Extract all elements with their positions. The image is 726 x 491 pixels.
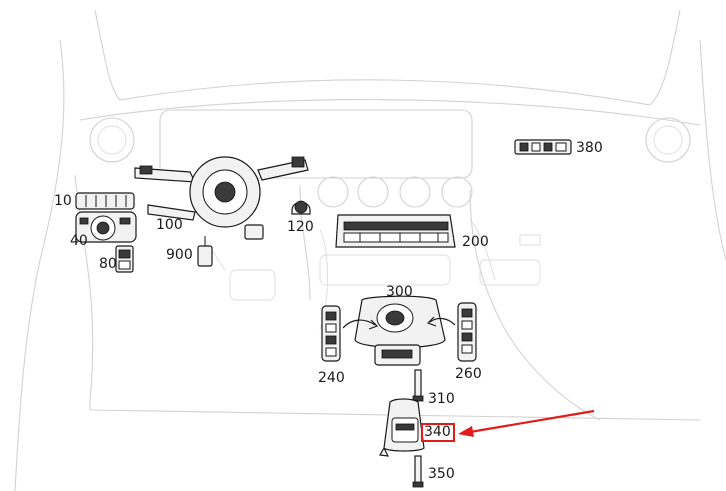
- part-200-control-panel: [335, 214, 456, 248]
- part-340-console-unit: [379, 398, 425, 457]
- part-10-switch-strip: [75, 192, 135, 210]
- label-120: 120: [287, 219, 314, 235]
- part-380-switch-block: [514, 139, 572, 155]
- part-260-side-switch: [426, 302, 477, 362]
- label-100: 100: [156, 217, 183, 233]
- label-340: 340: [424, 424, 451, 440]
- label-260: 260: [455, 366, 482, 382]
- part-240-side-switch: [321, 305, 379, 362]
- part-300-console-controller: [354, 295, 446, 366]
- label-310: 310: [428, 391, 455, 407]
- label-240: 240: [318, 370, 345, 386]
- part-310-screw: [412, 369, 424, 402]
- highlight-arrow: [458, 409, 595, 437]
- label-40: 40: [70, 233, 88, 249]
- label-380: 380: [576, 140, 603, 156]
- dashboard-background: [14, 9, 726, 491]
- part-120-button: [291, 200, 311, 215]
- highlight-box-340: [421, 423, 455, 442]
- label-10: 10: [54, 193, 72, 209]
- label-300: 300: [386, 284, 413, 300]
- label-80: 80: [99, 256, 117, 272]
- label-350: 350: [428, 466, 455, 482]
- part-350-screw: [412, 455, 424, 488]
- label-900: 900: [166, 247, 193, 263]
- part-80-switch: [115, 245, 134, 273]
- part-40-light-switch: [75, 211, 137, 243]
- label-200: 200: [462, 234, 489, 250]
- part-100-column-switch: [134, 156, 309, 240]
- part-900-connector: [197, 236, 213, 267]
